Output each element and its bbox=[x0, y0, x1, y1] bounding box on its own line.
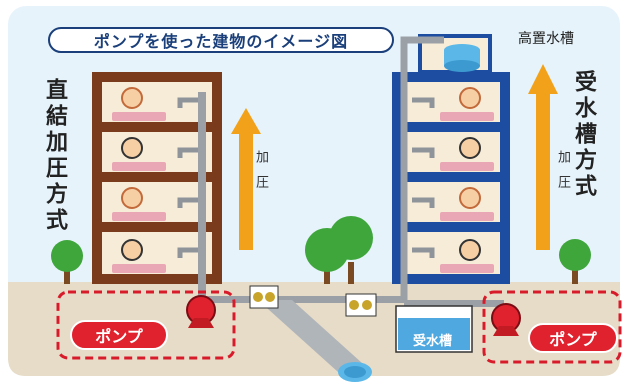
receiving-tank-label: 受水槽 bbox=[413, 334, 453, 349]
diagram-title: ポンプを使った建物のイメージ図 bbox=[48, 27, 394, 53]
direct-pressure-method-label: 直結加圧方式 bbox=[42, 78, 67, 234]
right-pump-area bbox=[482, 290, 622, 364]
tank-pipe bbox=[404, 300, 504, 307]
left-pump-area bbox=[56, 290, 236, 360]
water-meter-right bbox=[345, 293, 377, 317]
receiving-tank-method-label: 受水槽方式 bbox=[571, 70, 596, 200]
tree-middle-2 bbox=[329, 216, 373, 284]
left-pump-label: ポンプ bbox=[70, 320, 168, 350]
left-pump bbox=[186, 295, 216, 328]
tree-left bbox=[51, 240, 83, 284]
left-pressure-label: 加圧 bbox=[253, 150, 268, 200]
receiving-tank bbox=[395, 305, 473, 353]
tree-right bbox=[559, 239, 591, 284]
left-riser-pipe bbox=[198, 92, 206, 307]
right-pump bbox=[491, 303, 521, 336]
supply-pipe bbox=[206, 296, 406, 303]
elevated-tank-label: 高置水槽 bbox=[518, 31, 574, 47]
water-main bbox=[258, 300, 372, 382]
left-pressure-arrow bbox=[231, 108, 261, 250]
right-pressure-label: 加圧 bbox=[555, 150, 570, 200]
elevated-tank bbox=[444, 44, 480, 72]
water-meter-left bbox=[249, 285, 279, 309]
right-pressure-arrow bbox=[528, 64, 558, 250]
right-building bbox=[392, 34, 510, 284]
right-pump-label: ポンプ bbox=[528, 323, 618, 353]
right-riser-pipe bbox=[400, 36, 444, 300]
